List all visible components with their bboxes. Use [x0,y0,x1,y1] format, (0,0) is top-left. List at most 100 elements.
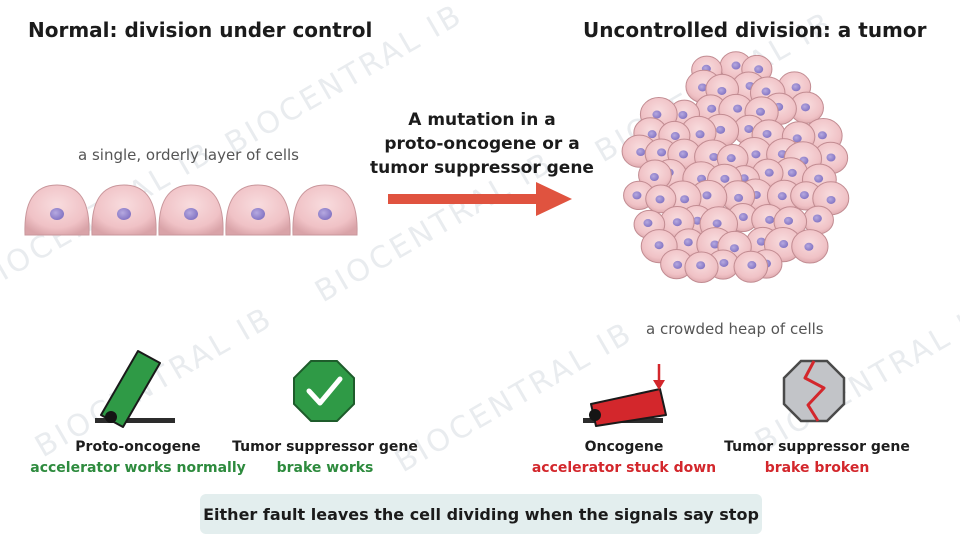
nucleus [710,240,720,249]
gene-status: accelerator stuck down [531,460,717,476]
nucleus [636,148,646,157]
nucleus [755,107,765,116]
cell [292,184,358,236]
cell [225,184,291,236]
nucleus [707,104,717,113]
nucleus [696,261,706,270]
accelerator-pedal-icon [95,350,175,428]
mutation-arrow-shaft [388,194,538,204]
nucleus [702,191,712,200]
nucleus [720,174,730,183]
nucleus [643,219,653,228]
nucleus [792,134,802,143]
nucleus [647,130,657,139]
nucleus [649,173,659,182]
arrow-label-line: A mutation in a [408,110,556,130]
down-arrow-head [653,380,665,390]
nucleus [184,208,198,220]
nucleus [117,208,131,220]
nucleus [712,219,722,228]
nucleus [826,153,836,162]
left-panel-caption: a single, orderly layer of cells [78,146,299,164]
nucleus [761,87,771,96]
nucleus [738,213,748,222]
nucleus [791,83,801,92]
nucleus [812,214,822,223]
nucleus [717,86,727,95]
gene-name: Tumor suppressor gene [232,439,418,455]
gene-status: brake broken [764,460,870,476]
gene-status: accelerator works normally [30,460,246,476]
nucleus [729,244,739,253]
nucleus [680,195,690,204]
nucleus [762,129,772,138]
left-panel-title: Normal: division under control [28,18,373,42]
nucleus [683,238,693,247]
nucleus [744,124,754,133]
stuck-accelerator-pedal-icon [583,364,667,427]
cell [24,184,90,236]
checkmark-icon [306,376,343,406]
nucleus [697,83,707,92]
nucleus [751,150,761,159]
nucleus [733,104,743,113]
tumor-cell [791,229,829,264]
mutation-arrow-label: A mutation in a proto-oncogene or a tumo… [362,108,602,180]
gene-label-tumor-suppressor-normal: Tumor suppressor gene brake works [205,437,445,479]
nucleus [826,195,836,204]
gene-label-oncogene: Oncogene accelerator stuck down [504,437,744,479]
nucleus [779,240,789,249]
nucleus [799,191,809,200]
nucleus [756,237,766,246]
nucleus [764,168,774,177]
nucleus [784,216,794,225]
nucleus [804,242,814,251]
nucleus [787,168,797,177]
arrow-label-line: tumor suppressor gene [370,158,594,178]
mutation-arrow-head [536,182,572,216]
right-panel-title: Uncontrolled division: a tumor [583,18,927,42]
nucleus [670,132,680,141]
gene-name: Proto-oncogene [75,439,201,455]
tumor-cell [645,184,677,214]
cell [91,184,157,236]
cell [158,184,224,236]
nucleus [719,258,729,267]
tumor-cell [684,251,719,284]
right-panel-caption: a crowded heap of cells [646,320,824,338]
nucleus [801,103,811,112]
nucleus [672,218,682,227]
footer-text: Either fault leaves the cell dividing wh… [203,504,759,524]
nucleus [655,195,665,204]
nucleus [695,130,705,139]
nucleus [777,192,787,201]
nucleus [632,191,642,200]
nucleus [318,208,332,220]
nucleus [814,174,824,183]
nucleus [734,193,744,202]
nucleus [50,208,64,220]
footer-banner: Either fault leaves the cell dividing wh… [200,494,762,534]
gene-status: brake works [276,460,374,476]
nucleus [754,65,764,74]
broken-brake-sign-icon [782,359,846,423]
tumor-cell [733,250,769,283]
gene-name: Tumor suppressor gene [724,439,910,455]
nucleus [731,61,741,70]
nucleus [716,125,726,134]
nucleus [709,153,719,162]
gene-label-proto-oncogene: Proto-oncogene accelerator works normall… [18,437,258,479]
nucleus [657,148,667,157]
nucleus [251,208,265,220]
nucleus [747,261,757,270]
arrow-label-line: proto-oncogene or a [384,134,580,154]
gene-name: Oncogene [584,439,664,455]
nucleus [765,215,775,224]
nucleus [817,131,827,140]
nucleus [726,154,736,163]
